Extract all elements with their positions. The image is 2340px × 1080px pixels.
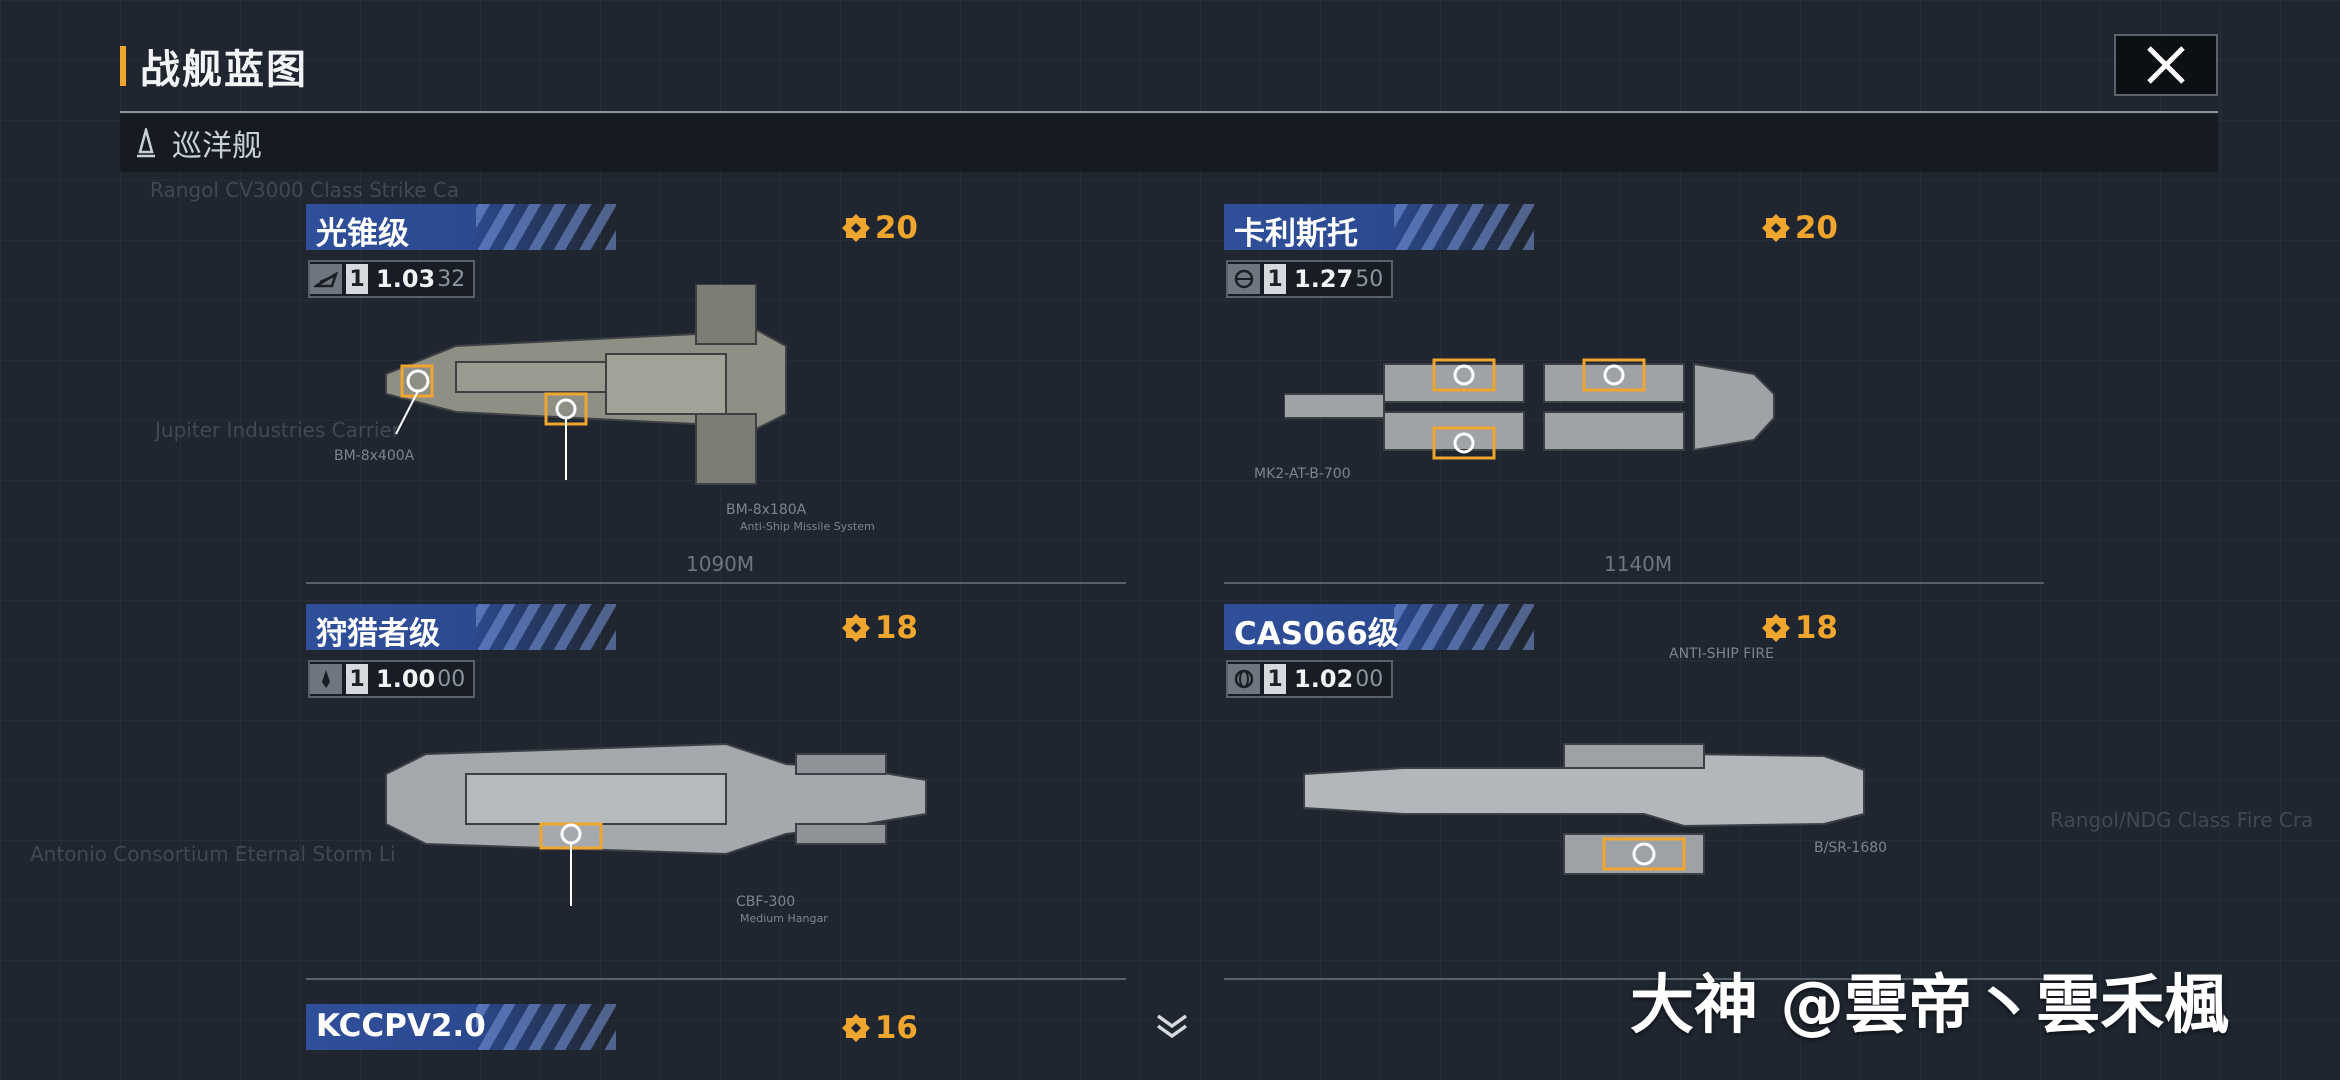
ship-name: KCCPV2.0 bbox=[316, 1008, 486, 1044]
category-label: 巡洋舰 bbox=[172, 129, 262, 164]
ship-name: 卡利斯托 bbox=[1234, 216, 1358, 252]
cost-badge-icon bbox=[1761, 214, 1790, 242]
deco-text: Antonio Consortium Eternal Storm Li bbox=[30, 842, 396, 866]
cost-badge-icon bbox=[841, 614, 870, 642]
callout-label: CBF-300 bbox=[736, 894, 796, 910]
globe-icon bbox=[1228, 664, 1260, 694]
ship-stats: 1 1.27 50 bbox=[1226, 260, 1394, 298]
ship-card-callisto[interactable]: 卡利斯托 20 1 1.27 50 MK2-AT-B-700 1140M bbox=[1224, 204, 2064, 584]
ship-card-hunter[interactable]: 狩猎者级 18 1 1.00 00 CBF-300 Medium Hangar bbox=[306, 604, 1146, 984]
callout-label: B/SR-1680 bbox=[1814, 840, 1888, 856]
ship-blueprint-image bbox=[1303, 743, 1865, 875]
callout-label: MK2-AT-B-700 bbox=[1254, 466, 1351, 482]
ship-card-guangzhui[interactable]: 光锥级 20 1 1.03 32 BM-8x400A BM-8x180A Ant… bbox=[306, 204, 1146, 584]
ship-baseline bbox=[306, 978, 1126, 980]
ship-length: 1090M bbox=[686, 552, 755, 576]
fighter-icon bbox=[310, 264, 342, 294]
callout-label: BM-8x180A bbox=[726, 502, 807, 518]
header-divider bbox=[120, 111, 2218, 113]
ship-card-kccpv[interactable]: KCCPV2.0 16 bbox=[306, 1004, 1146, 1080]
ship-name-tag: 狩猎者级 bbox=[306, 604, 616, 652]
ship-cost: 18 bbox=[841, 610, 918, 646]
ship-baseline bbox=[306, 582, 1126, 584]
ship-stats: 1 1.03 32 bbox=[308, 260, 476, 298]
ship-cost: 20 bbox=[1761, 210, 1838, 246]
ship-name-tag: 光锥级 bbox=[306, 204, 616, 252]
cruiser-icon bbox=[137, 128, 155, 158]
ship-blueprint-image bbox=[385, 284, 787, 485]
ship-baseline bbox=[1224, 978, 2044, 980]
page-title: 战舰蓝图 bbox=[140, 47, 308, 93]
deco-text: Rangol/NDG Class Fire Cra bbox=[2050, 808, 2314, 832]
cost-badge-icon bbox=[841, 214, 870, 242]
cost-badge-icon bbox=[841, 1014, 870, 1042]
close-icon bbox=[2147, 46, 2185, 84]
rocket-icon bbox=[310, 664, 342, 694]
ship-name: 狩猎者级 bbox=[316, 616, 440, 652]
ship-stats: 1 1.02 00 bbox=[1226, 660, 1394, 698]
ship-cost: 18 bbox=[1761, 610, 1838, 646]
scroll-down-chevron-icon[interactable] bbox=[1152, 1010, 1192, 1040]
callout-label: Medium Hangar bbox=[740, 912, 828, 925]
ship-card-cas066[interactable]: CAS066级 18 1 1.02 00 B/SR-1680 ANTI-SHIP… bbox=[1224, 604, 2064, 984]
ship-name: CAS066级 bbox=[1234, 616, 1399, 652]
watermark-text: 大神 @雲帝丶雲禾楓 bbox=[1630, 969, 2229, 1043]
callout-label: Anti-Ship Missile System bbox=[740, 520, 875, 533]
ship-blueprint-image bbox=[1284, 358, 1775, 460]
deco-text: Rangol CV3000 Class Strike Ca bbox=[150, 178, 460, 202]
gear-globe-icon bbox=[1228, 264, 1260, 294]
ship-cost: 16 bbox=[841, 1010, 918, 1046]
category-bar[interactable]: 巡洋舰 bbox=[120, 114, 2218, 172]
deco-text: Jupiter Industries Carrier bbox=[155, 418, 401, 442]
ship-name-tag: CAS066级 bbox=[1224, 604, 1534, 652]
ship-stats: 1 1.00 00 bbox=[308, 660, 476, 698]
ship-name-tag: KCCPV2.0 bbox=[306, 1004, 616, 1050]
ship-cost: 20 bbox=[841, 210, 918, 246]
ship-blueprint-image bbox=[385, 742, 927, 906]
close-button[interactable] bbox=[2114, 34, 2218, 96]
callout-label: BM-8x400A bbox=[334, 448, 415, 464]
callout-label: ANTI-SHIP FIRE bbox=[1669, 646, 1774, 662]
page-header: 战舰蓝图 bbox=[120, 38, 308, 94]
ship-baseline bbox=[1224, 582, 2044, 584]
ship-name: 光锥级 bbox=[316, 216, 409, 252]
cost-badge-icon bbox=[1761, 614, 1790, 642]
title-accent-bar bbox=[120, 46, 126, 86]
ship-length: 1140M bbox=[1604, 552, 1673, 576]
ship-name-tag: 卡利斯托 bbox=[1224, 204, 1534, 252]
